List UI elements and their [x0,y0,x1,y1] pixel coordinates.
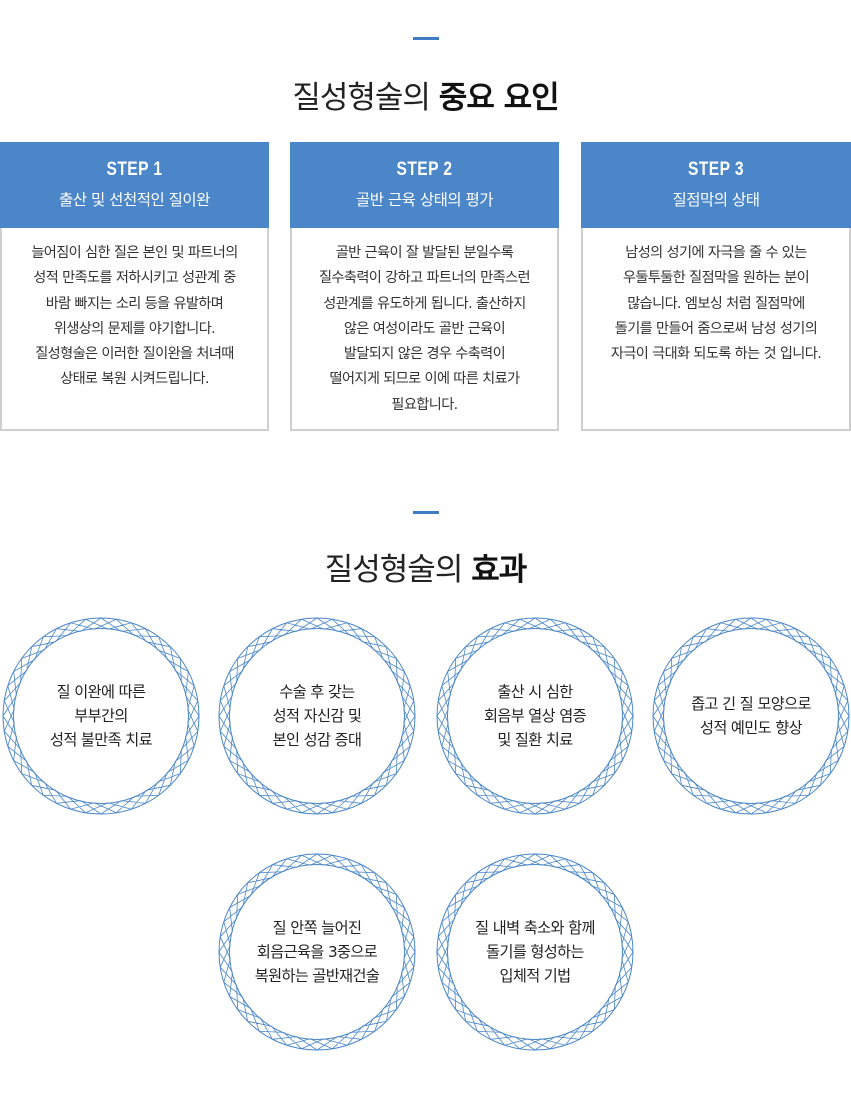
section2-title-bold: 효과 [471,552,527,588]
step-text-line: 상태로 복원 시켜드립니다. [60,371,209,388]
section2-accent-line [413,511,439,514]
ring-weave-lines [652,617,850,815]
ring-outline [447,864,623,1040]
effect-text: 수술 후 갖는 성적 자신감 및 본인 성감 증대 [218,617,416,815]
woven-ring-ornament [436,617,634,815]
woven-ring-ornament [2,617,200,815]
effect-text-line: 돌기를 형성하는 [486,943,584,961]
step-text-line: 우둘투둘한 질점막을 원하는 분이 [622,270,810,287]
ring-outline [436,853,634,1051]
ring-outline [218,617,416,815]
effect-text: 출산 시 심한 회음부 열상 염증 및 질환 치료 [436,617,634,815]
ring-outline [663,628,839,804]
step-card-body: 골반 근육이 잘 발달된 분일수록 질수축력이 강하고 파트너의 만족스런 성관… [290,228,559,431]
effect-text-line: 회음근육을 3중으로 [256,943,378,961]
effect-text-line: 질 내벽 축소와 함께 [475,919,595,937]
effect-text-line: 회음부 열상 염증 [483,707,587,725]
step-text-line: 위생상의 문제를 야기합니다. [53,320,216,337]
ring-weave-lines [218,617,416,815]
section1-title-regular: 질성형술의 [292,80,439,116]
ring-outline [436,617,634,815]
step-label: STEP 1 [106,159,163,180]
ring-outline [13,628,189,804]
step-text-line: 필요합니다. [391,396,458,413]
effect-text-line: 부부간의 [74,707,128,725]
effect-circle-5: 질 안쪽 늘어진 회음근육을 3중으로 복원하는 골반재건술 [218,853,416,1051]
step-text-line: 발달되지 않은 경우 수축력이 [343,346,506,363]
effect-circle-3: 출산 시 심한 회음부 열상 염증 및 질환 치료 [436,617,634,815]
section1-title: 질성형술의 중요 요인 [0,72,851,117]
effect-text-line: 질 안쪽 늘어진 [272,919,362,937]
section2-title-regular: 질성형술의 [324,552,472,588]
effect-text-line: 출산 시 심한 [497,683,573,701]
ring-outline [447,628,623,804]
step-subtitle: 골반 근육 상태의 평가 [355,191,494,209]
effect-text: 질 이완에 따른 부부간의 성적 불만족 치료 [2,617,200,815]
woven-ring-ornament [436,853,634,1051]
ring-outline [218,853,416,1051]
effect-text-line: 질 이완에 따른 [56,683,146,701]
step-text-line: 않은 여성이라도 골반 근육이 [343,320,506,337]
ring-weave-lines [218,853,416,1051]
step-subtitle: 출산 및 선천적인 질이완 [59,191,210,209]
step-text-line: 골반 근육이 잘 발달된 분일수록 [335,245,514,261]
effect-text-line: 입체적 기법 [499,967,571,985]
ring-outline [229,628,405,804]
step-card-3: STEP 3 질점막의 상태 남성의 성기에 자극을 줄 수 있는 우둘투둘한 … [581,142,851,431]
ring-weave-lines [2,617,200,815]
ring-outline [229,864,405,1040]
effect-text-line: 성적 자신감 및 [272,707,362,725]
ring-outline [2,617,200,815]
effect-text: 질 내벽 축소와 함께 돌기를 형성하는 입체적 기법 [436,853,634,1051]
effect-circle-2: 수술 후 갖는 성적 자신감 및 본인 성감 증대 [218,617,416,815]
effect-text: 좁고 긴 질 모양으로 성적 예민도 향상 [652,617,850,815]
step-card-2: STEP 2 골반 근육 상태의 평가 골반 근육이 잘 발달된 분일수록 질수… [290,142,559,431]
effect-circle-6: 질 내벽 축소와 함께 돌기를 형성하는 입체적 기법 [436,853,634,1051]
step-card-header: STEP 3 질점막의 상태 [581,142,851,228]
effect-text-line: 복원하는 골반재건술 [254,967,380,985]
woven-ring-ornament [218,617,416,815]
effect-text-line: 본인 성감 증대 [272,731,362,749]
woven-ring-ornament [652,617,850,815]
step-text-line: 자극이 극대화 되도록 하는 것 입니다. [610,346,822,363]
step-text-line: 많습니다. 엠보싱 처럼 질점막에 [627,295,805,312]
section1-accent-line [413,37,439,40]
step-card-header: STEP 2 골반 근육 상태의 평가 [290,142,559,228]
step-card-body: 늘어짐이 심한 질은 본인 및 파트너의 성적 만족도를 저하시키고 성관계 중… [0,228,269,431]
effect-text: 질 안쪽 늘어진 회음근육을 3중으로 복원하는 골반재건술 [218,853,416,1051]
step-card-header: STEP 1 출산 및 선천적인 질이완 [0,142,269,228]
ring-weave-lines [436,853,634,1051]
step-text-line: 떨어지게 되므로 이에 따른 치료가 [329,371,521,388]
step-text-line: 질수축력이 강하고 파트너의 만족스런 [319,270,531,287]
effect-circle-1: 질 이완에 따른 부부간의 성적 불만족 치료 [2,617,200,815]
step-text-line: 돌기를 만들어 줌으로써 남성 성기의 [614,320,818,337]
ring-weave-lines [436,617,634,815]
section1-title-bold: 중요 요인 [438,80,560,116]
step-text-line: 바람 빠지는 소리 등을 유발하며 [45,295,224,312]
section2-title: 질성형술의 효과 [0,544,851,589]
step-text-line: 성관계를 유도하게 됩니다. 출산하지 [323,295,526,312]
step-card-body: 남성의 성기에 자극을 줄 수 있는 우둘투둘한 질점막을 원하는 분이 많습니… [581,228,851,431]
step-text-line: 성적 만족도를 저하시키고 성관계 중 [33,270,236,287]
effect-circle-4: 좁고 긴 질 모양으로 성적 예민도 향상 [652,617,850,815]
step-text-line: 늘어짐이 심한 질은 본인 및 파트너의 [31,245,238,261]
woven-ring-ornament [218,853,416,1051]
step-subtitle: 질점막의 상태 [672,191,761,209]
step-card-1: STEP 1 출산 및 선천적인 질이완 늘어짐이 심한 질은 본인 및 파트너… [0,142,269,431]
effect-text-line: 및 질환 치료 [497,731,573,749]
effect-text-line: 수술 후 갖는 [279,683,355,701]
ring-outline [652,617,850,815]
step-label: STEP 3 [688,159,744,180]
step-text-line: 질성형술은 이러한 질이완을 처녀때 [35,346,234,363]
effect-text-line: 좁고 긴 질 모양으로 [691,695,811,713]
step-label: STEP 2 [396,159,453,180]
effect-text-line: 성적 예민도 향상 [699,719,803,737]
effect-text-line: 성적 불만족 치료 [49,731,153,749]
step-text-line: 남성의 성기에 자극을 줄 수 있는 [625,245,807,261]
